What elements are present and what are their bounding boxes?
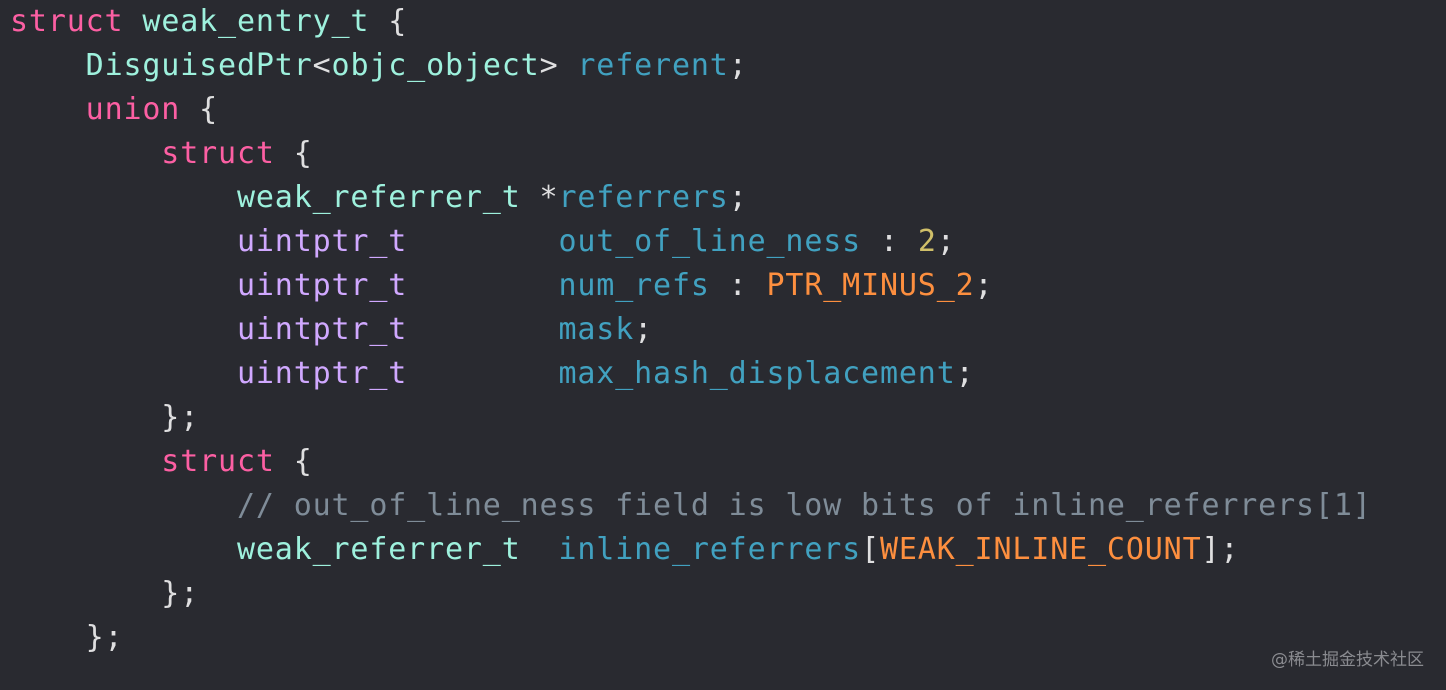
code-token: { xyxy=(369,4,408,39)
code-token xyxy=(10,48,86,83)
code-token: struct xyxy=(161,444,275,479)
code-line: weak_referrer_t inline_referrers[WEAK_IN… xyxy=(10,528,1239,572)
code-token: < xyxy=(312,48,332,83)
code-token xyxy=(407,268,558,303)
code-token: objc_object xyxy=(331,48,540,83)
code-token xyxy=(10,136,161,171)
code-token: ]; xyxy=(1201,532,1240,567)
code-token: : xyxy=(709,268,767,303)
code-token: weak_referrer_t xyxy=(236,180,521,215)
code-token xyxy=(521,532,559,567)
code-token: // out_of_line_ness field is low bits of… xyxy=(236,488,1372,523)
code-token: { xyxy=(274,136,313,171)
code-token: struct xyxy=(10,4,124,39)
code-token xyxy=(10,180,237,215)
code-token: }; xyxy=(10,576,200,611)
code-token xyxy=(10,312,237,347)
code-token: { xyxy=(274,444,313,479)
code-line: union { xyxy=(10,88,218,132)
code-token: WEAK_INLINE_COUNT xyxy=(879,532,1202,567)
code-token: [ xyxy=(861,532,880,567)
code-token: referrers xyxy=(558,180,729,215)
code-token xyxy=(10,532,237,567)
code-line: uintptr_t max_hash_displacement; xyxy=(10,352,975,396)
code-token: weak_referrer_t xyxy=(236,532,521,567)
code-line: uintptr_t out_of_line_ness : 2; xyxy=(10,220,956,264)
code-token: uintptr_t xyxy=(236,312,408,347)
code-token: max_hash_displacement xyxy=(558,356,956,391)
code-token: referent xyxy=(577,48,729,83)
code-line: uintptr_t num_refs : PTR_MINUS_2; xyxy=(10,264,993,308)
code-token: mask xyxy=(558,312,635,347)
code-token: }; xyxy=(10,400,200,435)
code-token: { xyxy=(180,92,219,127)
code-token xyxy=(10,224,237,259)
code-token xyxy=(407,224,558,259)
code-token: DisguisedPtr xyxy=(85,48,313,83)
code-token: uintptr_t xyxy=(236,356,408,391)
code-token xyxy=(10,488,237,523)
code-token: out_of_line_ness xyxy=(558,224,862,259)
code-token: uintptr_t xyxy=(236,268,408,303)
code-token: ; xyxy=(728,180,748,215)
code-line: // out_of_line_ness field is low bits of… xyxy=(10,484,1372,528)
code-line: }; xyxy=(10,396,199,440)
code-token: > xyxy=(539,48,578,83)
code-token: ; xyxy=(634,312,654,347)
code-token xyxy=(407,356,558,391)
code-line: weak_referrer_t *referrers; xyxy=(10,176,748,220)
code-token: weak_entry_t xyxy=(142,4,370,39)
code-line: struct { xyxy=(10,132,313,176)
code-token: union xyxy=(85,92,181,127)
code-line: struct weak_entry_t { xyxy=(10,0,407,44)
code-token xyxy=(10,92,86,127)
code-line: }; xyxy=(10,616,123,660)
code-token: 2 xyxy=(917,224,937,259)
code-token xyxy=(407,312,558,347)
code-token xyxy=(10,268,237,303)
code-token xyxy=(10,356,237,391)
code-line: }; xyxy=(10,572,199,616)
code-token: * xyxy=(520,180,559,215)
code-token: num_refs xyxy=(558,268,710,303)
code-token: uintptr_t xyxy=(236,224,408,259)
code-token: ; xyxy=(974,268,994,303)
code-token xyxy=(123,4,142,39)
watermark: @稀土掘金技术社区 xyxy=(1271,650,1424,670)
code-token: }; xyxy=(10,620,124,655)
code-token xyxy=(10,444,161,479)
code-token: inline_referrers xyxy=(558,532,862,567)
code-token: ; xyxy=(955,356,975,391)
code-token: PTR_MINUS_2 xyxy=(766,268,975,303)
code-token: : xyxy=(861,224,918,259)
code-token: struct xyxy=(161,136,275,171)
code-token: ; xyxy=(936,224,956,259)
code-token: ; xyxy=(728,48,748,83)
code-line: DisguisedPtr<objc_object> referent; xyxy=(10,44,748,88)
code-line: struct { xyxy=(10,440,313,484)
code-line: uintptr_t mask; xyxy=(10,308,653,352)
